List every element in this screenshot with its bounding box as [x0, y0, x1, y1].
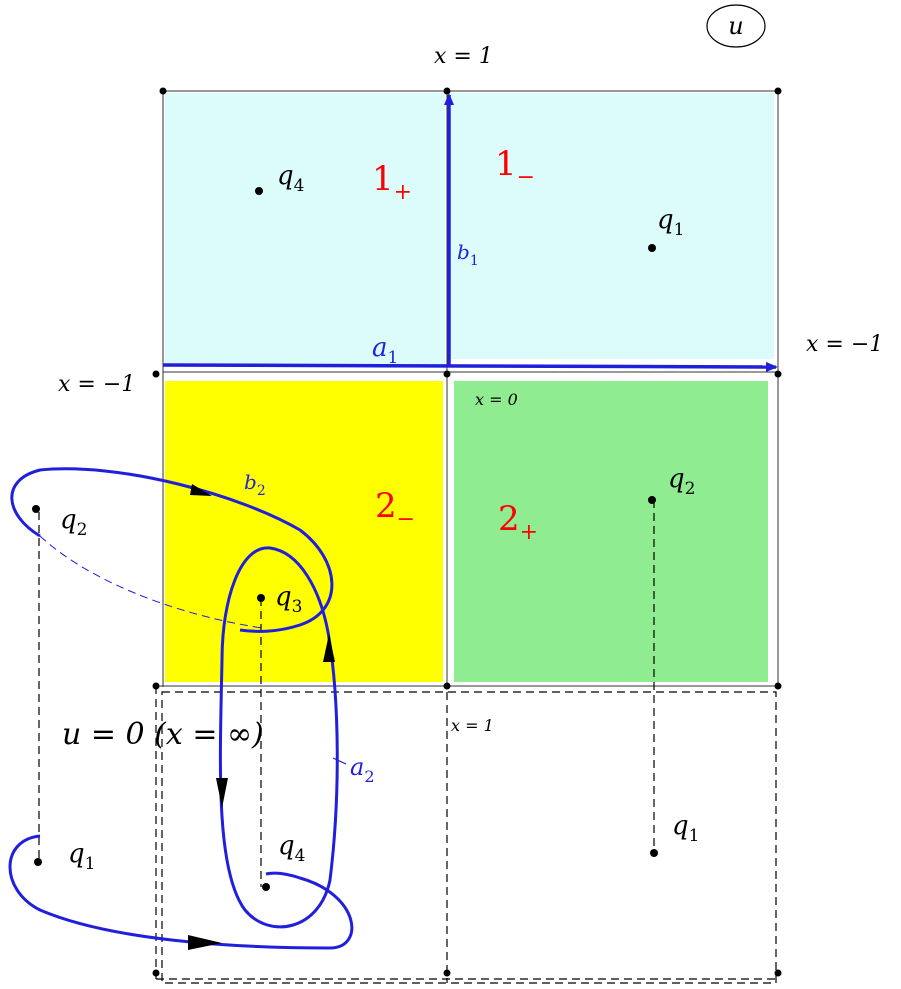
point-label-q1-left: q1: [68, 839, 95, 874]
infinity-label: u = 0 (x = ∞): [62, 717, 264, 752]
cycle-label-a1: a1: [372, 333, 398, 368]
grid-lines: [156, 90, 779, 687]
a2-arrow-up: [323, 634, 335, 662]
sheet-2-plus-region: [454, 381, 768, 682]
a1-cycle: [162, 361, 778, 372]
point-label-q4-top: q4: [277, 161, 304, 196]
sheet-label-2-plus: 2+: [498, 499, 538, 545]
sheet-label-2-minus: 2−: [375, 486, 415, 532]
dashed-lower-sheet: [38, 500, 778, 984]
branch-point-dots: [32, 187, 658, 891]
sheet-label-1-minus: 1−: [495, 144, 535, 190]
lower-loop-arrow: [188, 935, 222, 950]
vertex-dots: [152, 87, 782, 977]
b2-arrow: [190, 484, 212, 496]
edge-label-lower-x1: x = 1: [451, 716, 494, 735]
edge-label-top-x1: x = 1: [434, 44, 493, 69]
point-label-q2-right: q2: [668, 464, 695, 499]
cycle-label-b2: b2: [244, 470, 266, 499]
sheet-1-minus-region: [451, 93, 774, 359]
edge-label-center-x0: x = 0: [475, 390, 518, 409]
edge-label-right-xm1: x = −1: [806, 332, 883, 357]
corner-label-circle: [706, 4, 766, 48]
a2-cycle: [218, 546, 339, 929]
point-label-q1-top: q1: [657, 205, 684, 240]
cycle-label-a2: a2: [350, 753, 375, 786]
point-label-q3: q3: [275, 582, 302, 617]
sheet-1-plus-region: [165, 93, 445, 365]
corner-label: u: [728, 12, 743, 40]
a2-label-tick: [332, 757, 347, 765]
lower-loop-cycle: [8, 834, 354, 950]
b2-hidden-segment: [39, 535, 263, 629]
point-label-q2-left: q2: [60, 505, 87, 540]
sheet-label-1-plus: 1+: [372, 159, 412, 205]
b2-cycle: [10, 467, 334, 633]
point-label-q1-bottom-right: q1: [672, 811, 699, 846]
cycle-label-b1: b1: [457, 240, 479, 269]
point-label-q4-bottom: q4: [278, 831, 305, 866]
edge-label-left-xm1: x = −1: [58, 372, 135, 397]
a2-arrow-down: [216, 778, 228, 808]
